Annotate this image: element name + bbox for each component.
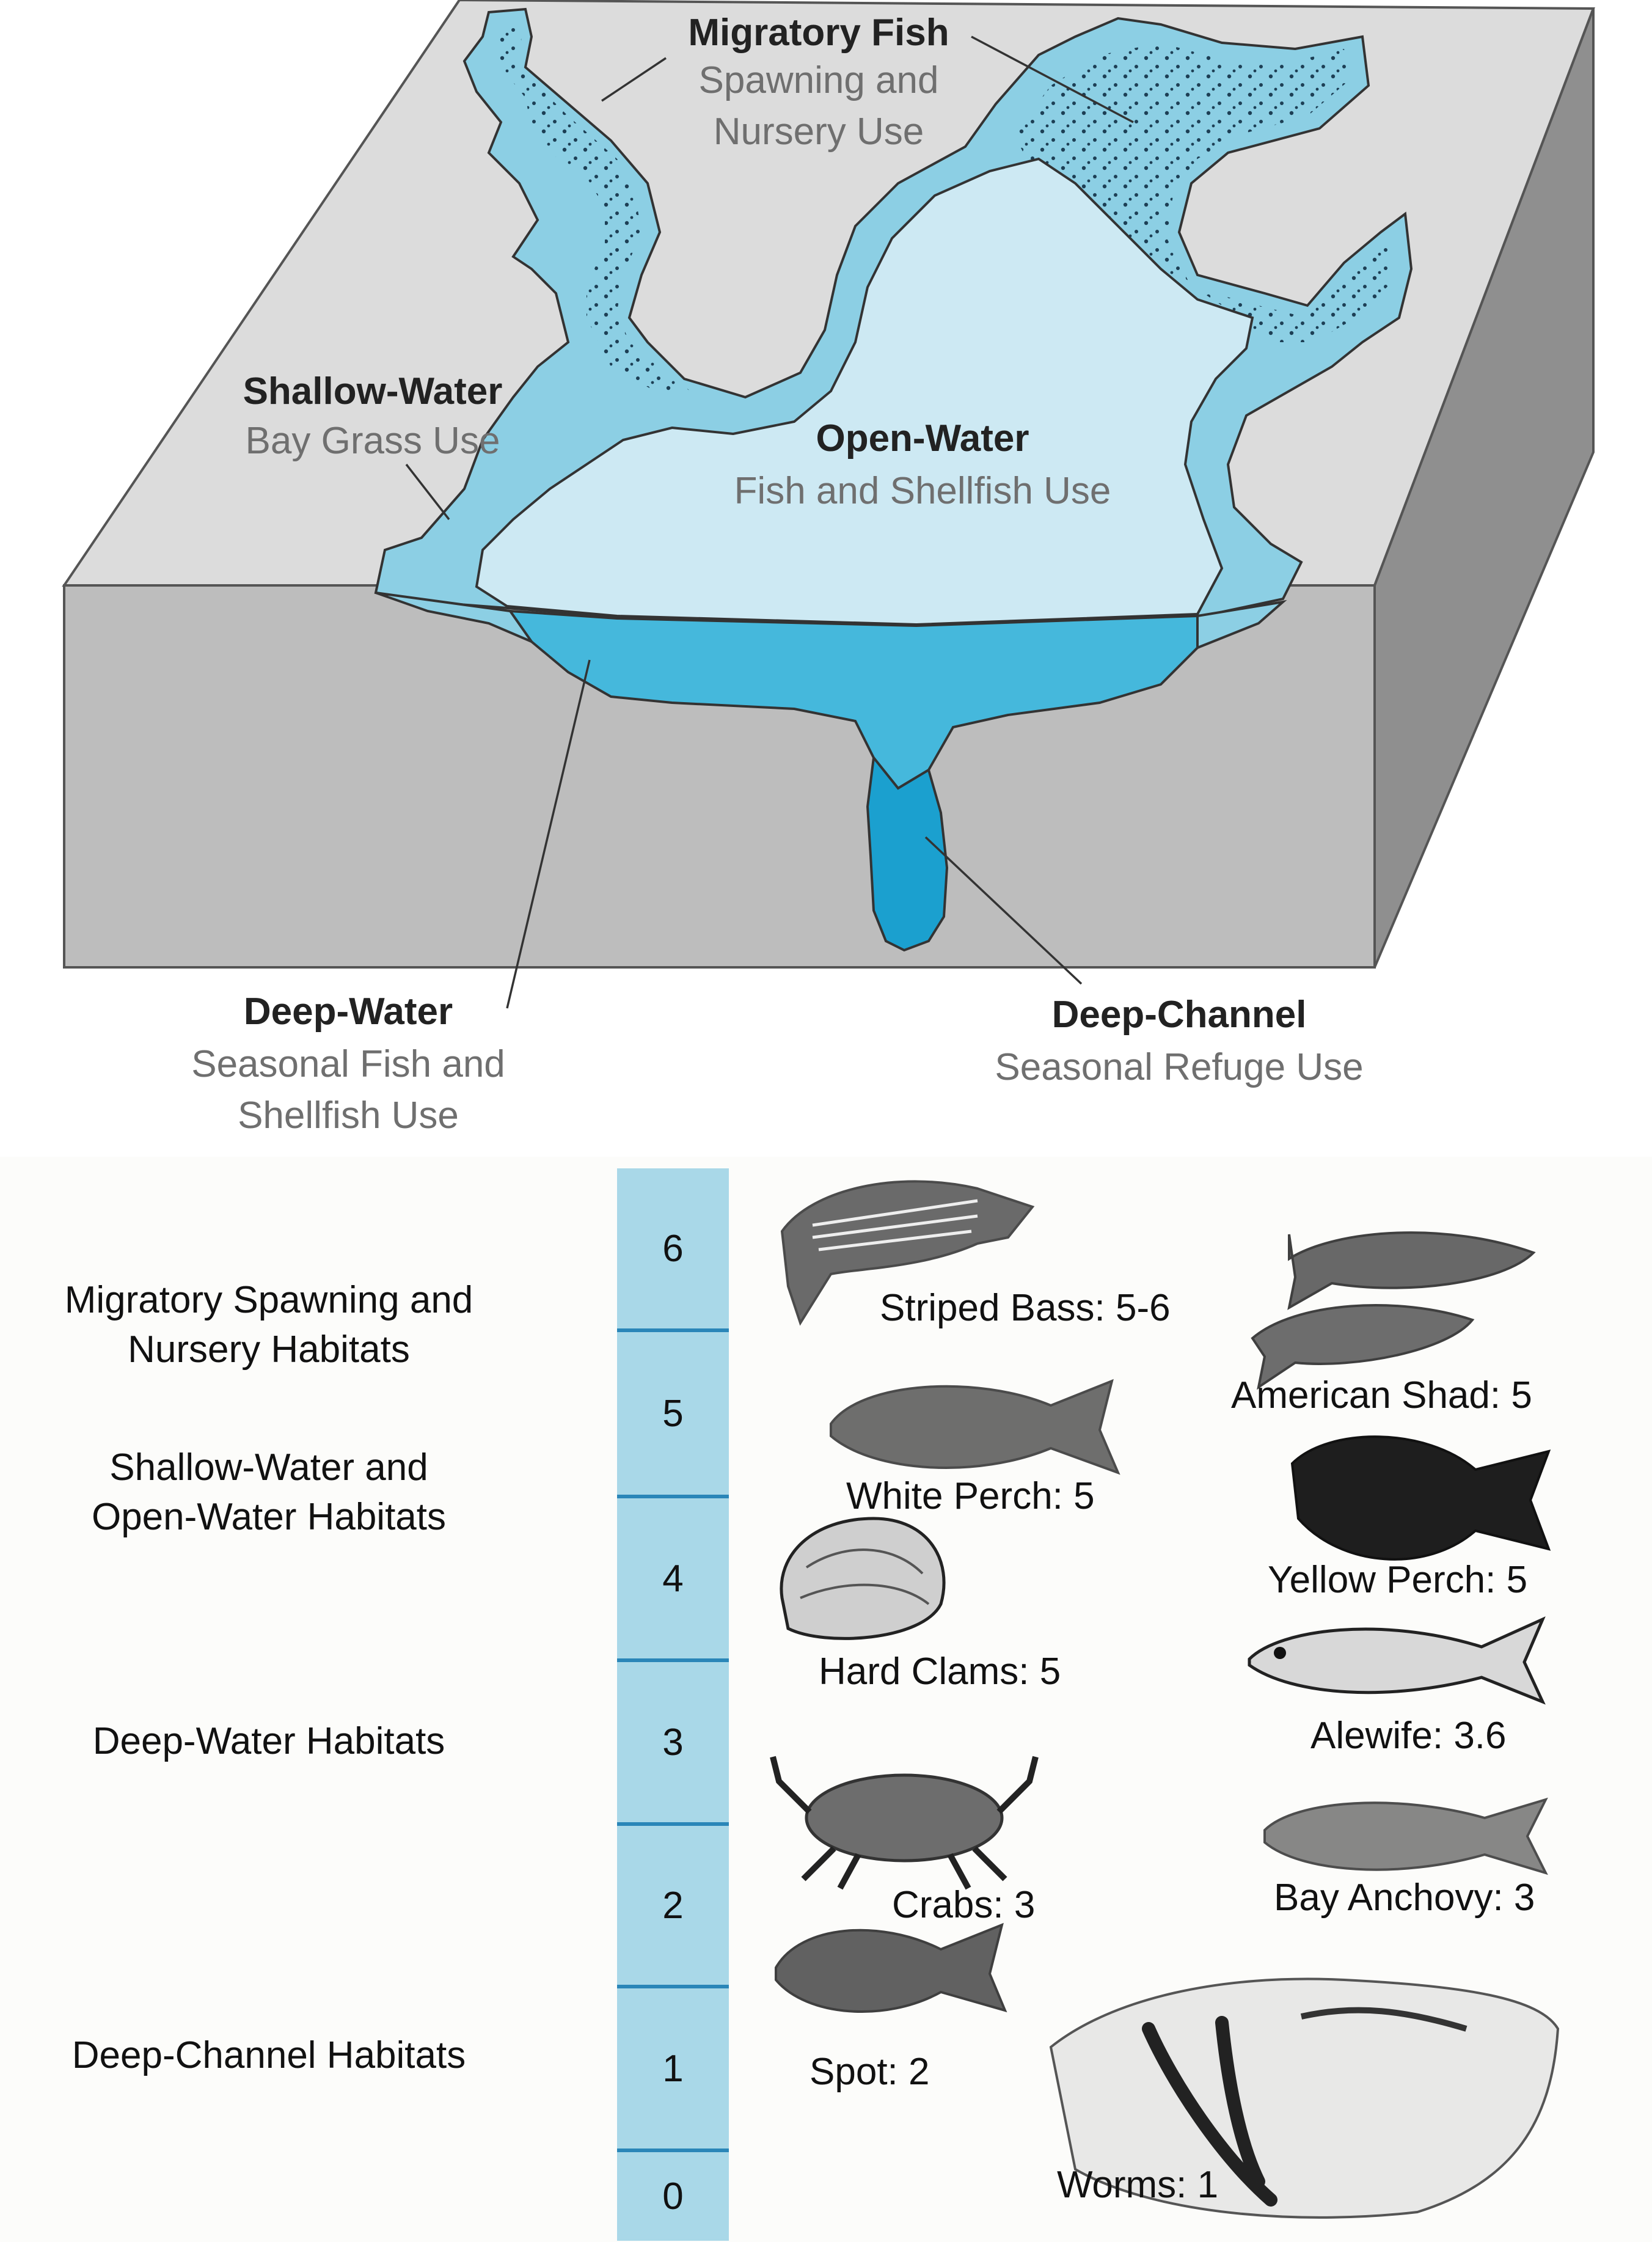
- species-label-american-shad: American Shad: 5: [1231, 1374, 1532, 1416]
- spot-fish-icon: [775, 1922, 1007, 2013]
- migratory-zone-west: [495, 18, 690, 397]
- shallow-title: Shallow-Water: [243, 370, 503, 412]
- scale-segment-4: 4: [617, 1498, 729, 1662]
- migratory-subtitle: Spawning and Nursery Use: [698, 59, 939, 153]
- scale-tick-0: 0: [662, 2175, 684, 2218]
- shallow-water-front-east: [1196, 599, 1287, 650]
- hard-clam-icon: [780, 1517, 946, 1640]
- scale-segment-2: 2: [617, 1826, 729, 1988]
- deep-channel-subtitle: Seasonal Refuge Use: [995, 1046, 1364, 1088]
- scale-segment-1: 1: [617, 1988, 729, 2152]
- scale-segment-3: 3: [617, 1662, 729, 1826]
- shallow-water-front: [375, 592, 535, 645]
- scale-segment-0: 0: [617, 2152, 729, 2241]
- scale-tick-3: 3: [662, 1721, 684, 1764]
- species-label-hard-clams: Hard Clams: 5: [819, 1650, 1061, 1693]
- dissolved-oxygen-scale: 6 5 4 3 2 1 0: [617, 1168, 729, 2241]
- shallow-subtitle: Bay Grass Use: [245, 420, 500, 462]
- scale-segment-5: 5: [617, 1332, 729, 1498]
- bay-anchovy-fish-icon: [1263, 1797, 1548, 1875]
- american-shad-fish-icon: [1251, 1231, 1536, 1390]
- worms-icon: [1049, 1977, 1560, 2219]
- open-title: Open-Water: [816, 417, 1029, 460]
- species-label-bay-anchovy: Bay Anchovy: 3: [1274, 1877, 1535, 1919]
- white-perch-fish-icon: [830, 1379, 1120, 1475]
- migratory-title: Migratory Fish: [688, 12, 949, 54]
- habitat-migratory-label: Migratory Spawning and Nursery Habitats: [64, 1279, 473, 1371]
- deep-water-subtitle: Seasonal Fish and Shellfish Use: [191, 1043, 505, 1137]
- crab-icon: [770, 1756, 1039, 1890]
- deep-channel-title: Deep-Channel: [1051, 994, 1307, 1036]
- habitat-deep-channel-label: Deep-Channel Habitats: [71, 2034, 466, 2076]
- open-water-zone: [475, 157, 1254, 626]
- striped-bass-fish-icon: [780, 1180, 1035, 1326]
- species-label-worms: Worms: 1: [1057, 2164, 1219, 2206]
- scale-segment-6: 6: [617, 1168, 729, 1332]
- yellow-perch-fish-icon: [1290, 1435, 1551, 1561]
- scale-tick-1: 1: [662, 2047, 684, 2090]
- habitat-shallow-open-label: Shallow-Water and Open-Water Habitats: [91, 1446, 447, 1538]
- open-subtitle: Fish and Shellfish Use: [734, 470, 1111, 512]
- species-label-yellow-perch: Yellow Perch: 5: [1268, 1559, 1528, 1601]
- migratory-zone-east: [1014, 43, 1393, 342]
- scale-tick-2: 2: [662, 1884, 684, 1927]
- scale-tick-5: 5: [662, 1392, 684, 1435]
- scale-tick-4: 4: [662, 1557, 684, 1600]
- scale-tick-6: 6: [662, 1227, 684, 1270]
- deep-water-title: Deep-Water: [243, 991, 453, 1033]
- species-label-crabs: Crabs: 3: [892, 1884, 1036, 1926]
- species-label-striped-bass: Striped Bass: 5-6: [880, 1287, 1171, 1329]
- alewife-fish-icon: [1248, 1616, 1546, 1705]
- estuary-block-diagram: [62, 0, 1595, 1009]
- habitat-deep-water-label: Deep-Water Habitats: [92, 1720, 445, 1762]
- deep-channel-zone: [866, 755, 949, 952]
- species-label-alewife: Alewife: 3.6: [1310, 1715, 1507, 1757]
- leader-lines: [405, 35, 1134, 1009]
- species-label-white-perch: White Perch: 5: [846, 1475, 1095, 1517]
- species-label-spot: Spot: 2: [810, 2051, 930, 2093]
